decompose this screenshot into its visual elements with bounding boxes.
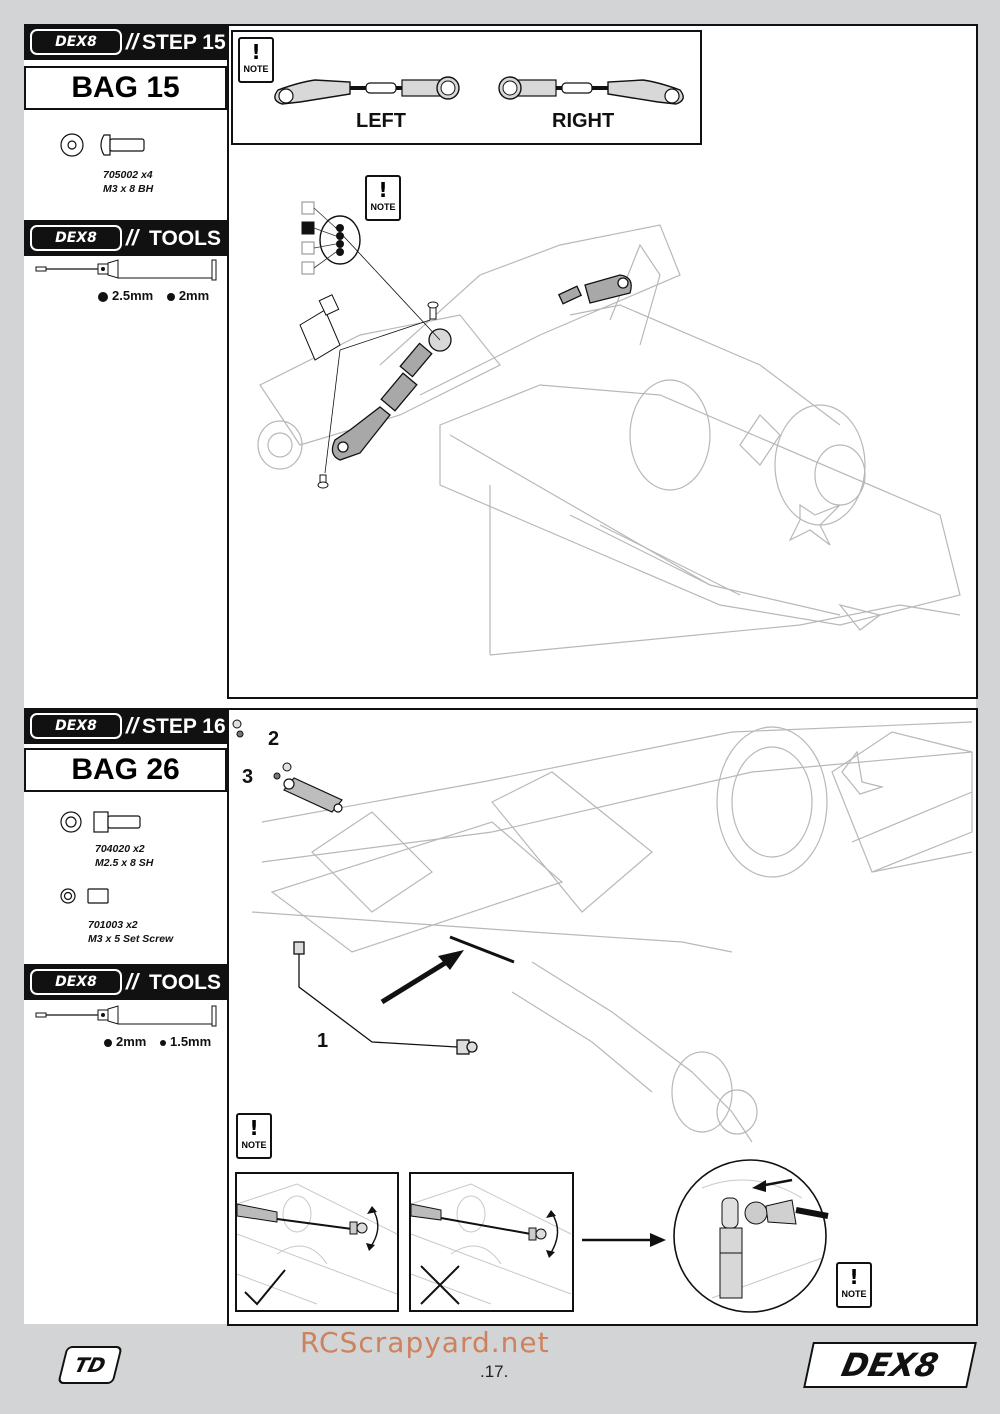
insert-arrow-icon [380, 950, 464, 1005]
left-turnbuckle-icon [274, 76, 460, 105]
button-head-screw-icon [60, 133, 145, 157]
socket-head-screw-icon [60, 811, 141, 833]
step16-tools-header: DEX8 // TOOLS [24, 964, 227, 1000]
exclamation-icon: ! [849, 1265, 859, 1289]
part-code: 704020 x2 [95, 843, 145, 855]
left-arrow-icon [752, 1178, 793, 1192]
chassis-illustration [257, 224, 961, 656]
bag-label-box: BAG 15 [24, 66, 227, 110]
note-badge: ! NOTE [238, 37, 274, 83]
right-label: RIGHT [552, 110, 615, 132]
exclamation-icon: ! [251, 40, 261, 64]
step16-header: DEX8 // STEP 16 [24, 708, 227, 744]
header-divider: // [125, 713, 139, 738]
hex-size-icon [159, 1039, 166, 1046]
part-item: 705002 x4 M3 x 8 BH [103, 168, 153, 196]
incorrect-example-panel [409, 1172, 574, 1312]
bag-label: BAG 15 [71, 71, 180, 104]
note-badge: ! NOTE [236, 1113, 272, 1159]
note-label: NOTE [370, 202, 396, 212]
anti-roll-bar-icon [293, 941, 478, 1055]
header-divider: // [125, 969, 139, 994]
part-code: 705002 x4 [103, 169, 153, 181]
chassis-rear-illustration [232, 719, 973, 1143]
tool-size-list: 2.5mm 2mm [98, 288, 209, 303]
dex8-brand-logo: DEX8 [803, 1342, 977, 1388]
tool-size: 1.5mm [169, 1034, 212, 1049]
left-label: LEFT [356, 110, 406, 132]
page-number: .17. [480, 1362, 509, 1381]
dex8-logo: DEX8 [30, 29, 122, 55]
header-divider: // [125, 29, 139, 54]
exclamation-icon: ! [378, 178, 388, 202]
header-divider: // [125, 225, 139, 250]
ball-joint-detail-circle [673, 1159, 829, 1313]
hole-position-selector [301, 201, 361, 275]
dex8-logo: DEX8 [30, 225, 122, 251]
hex-driver-icon [35, 259, 217, 281]
set-screw-icon [60, 888, 109, 904]
callout-number: 3 [242, 766, 254, 788]
note-label: NOTE [841, 1289, 867, 1299]
part-desc: M2.5 x 8 SH [95, 857, 154, 869]
part-item: 701003 x2 M3 x 5 Set Screw [88, 918, 173, 946]
exclamation-icon: ! [249, 1116, 259, 1140]
callout-number: 1 [317, 1030, 329, 1052]
right-turnbuckle-icon [498, 76, 684, 105]
bag-label: BAG 26 [71, 753, 180, 786]
tool-size: 2mm [178, 288, 210, 303]
note-label: NOTE [241, 1140, 267, 1150]
threadlock-bottle-icon [299, 294, 341, 361]
step15-parts-column [24, 24, 229, 697]
tools-label: TOOLS [149, 226, 221, 250]
hex-size-icon [166, 292, 175, 301]
step15-header: DEX8 // STEP 15 [24, 24, 227, 60]
hex-driver-icon [35, 1005, 217, 1027]
tool-size: 2.5mm [112, 288, 154, 303]
right-arrow-icon [582, 1233, 666, 1247]
note-badge: ! NOTE [365, 175, 401, 221]
step-label: STEP 15 [142, 30, 226, 54]
correct-example-panel [235, 1172, 399, 1312]
turnbuckle-links-illustration [274, 76, 684, 105]
step15-tools-header: DEX8 // TOOLS [24, 220, 227, 256]
td-maker-logo: TD [57, 1346, 123, 1384]
part-code: 701003 x2 [88, 919, 138, 931]
correct-example-illustration [236, 1183, 398, 1305]
dex8-logo: DEX8 [30, 713, 122, 739]
hex-size-icon [98, 291, 108, 302]
tool-size: 2mm [116, 1034, 147, 1049]
note-badge: ! NOTE [836, 1262, 872, 1308]
bag-label-box: BAG 26 [24, 748, 227, 792]
part-desc: M3 x 8 BH [103, 183, 154, 195]
incorrect-example-illustration [410, 1183, 572, 1305]
note-label: NOTE [243, 64, 269, 74]
dex8-logo: DEX8 [30, 969, 122, 995]
part-desc: M3 x 5 Set Screw [88, 933, 174, 945]
checkmark-icon [244, 1269, 286, 1306]
tools-label: TOOLS [149, 970, 221, 994]
tool-size-list: 2mm 1.5mm [104, 1034, 211, 1049]
callout-number: 2 [268, 728, 280, 750]
step-label: STEP 16 [142, 714, 226, 738]
cross-icon [420, 1265, 460, 1305]
part-item: 704020 x2 M2.5 x 8 SH [95, 842, 153, 870]
watermark: RCScrapyard.net [300, 1326, 550, 1359]
hex-size-icon [104, 1038, 112, 1047]
